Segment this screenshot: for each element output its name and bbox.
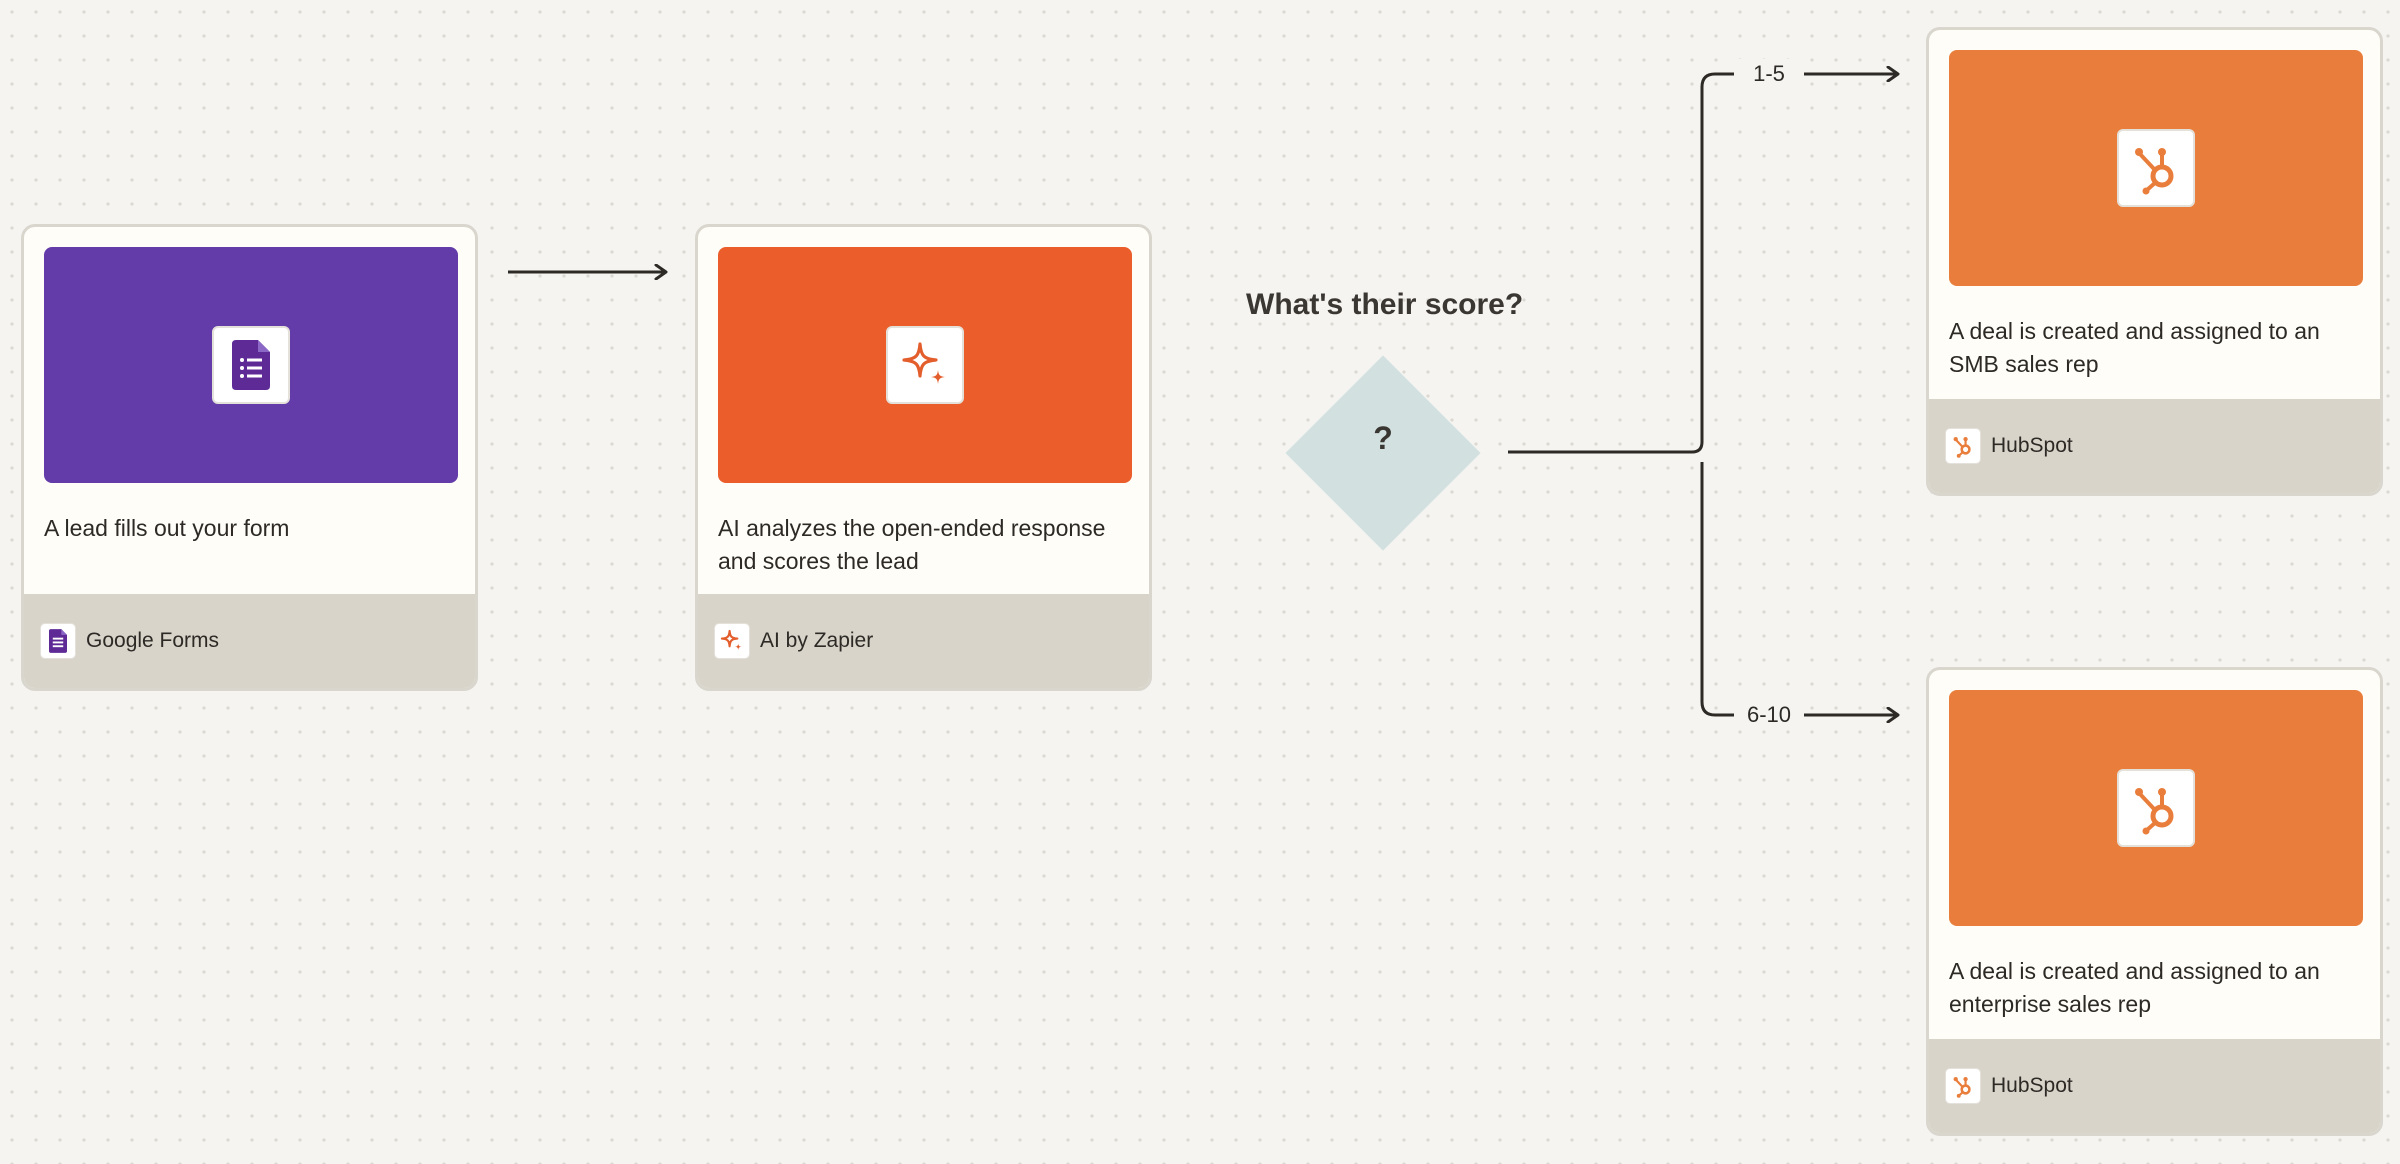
branch-app-footer: HubSpot (1929, 399, 2380, 493)
branch-card-smb[interactable]: A deal is created and assigned to an SMB… (1926, 27, 2383, 496)
ai-sparkle-icon (714, 623, 750, 659)
step-card-banner (44, 247, 458, 483)
step-app-footer: AI by Zapier (698, 594, 1149, 688)
branch-app-footer: HubSpot (1929, 1039, 2380, 1133)
hubspot-icon (2117, 129, 2195, 207)
branch-description: A deal is created and assigned to an ent… (1949, 958, 2320, 1017)
step-card-ai-by-zapier[interactable]: AI analyzes the open-ended response and … (695, 224, 1152, 691)
google-forms-icon (40, 623, 76, 659)
step-card-banner (718, 247, 1132, 483)
branch-description: A deal is created and assigned to an SMB… (1949, 318, 2320, 377)
app-name: AI by Zapier (760, 629, 874, 652)
branch-split-line (1691, 72, 1750, 717)
hubspot-icon (2117, 769, 2195, 847)
branch-card-enterprise[interactable]: A deal is created and assigned to an ent… (1926, 667, 2383, 1136)
step-app-footer: Google Forms (24, 594, 475, 688)
branch-label-6-10: 6-10 (1734, 700, 1804, 730)
app-name: HubSpot (1991, 1074, 2073, 1097)
app-name: Google Forms (86, 629, 220, 652)
step-card-google-forms[interactable]: A lead fills out your form Google Forms (21, 224, 478, 691)
app-name: HubSpot (1991, 434, 2073, 457)
step-description: AI analyzes the open-ended response and … (718, 515, 1106, 574)
branch-card-banner (1949, 690, 2363, 926)
google-forms-icon (212, 326, 290, 404)
hubspot-icon (1945, 428, 1981, 464)
ai-sparkle-icon (886, 326, 964, 404)
hubspot-icon (1945, 1068, 1981, 1104)
decision-question: What's their score? (1246, 288, 1524, 321)
branch-label-1-5: 1-5 (1734, 59, 1804, 89)
step-description: A lead fills out your form (44, 515, 290, 541)
decision-symbol: ? (1373, 420, 1393, 456)
branch-card-banner (1949, 50, 2363, 286)
